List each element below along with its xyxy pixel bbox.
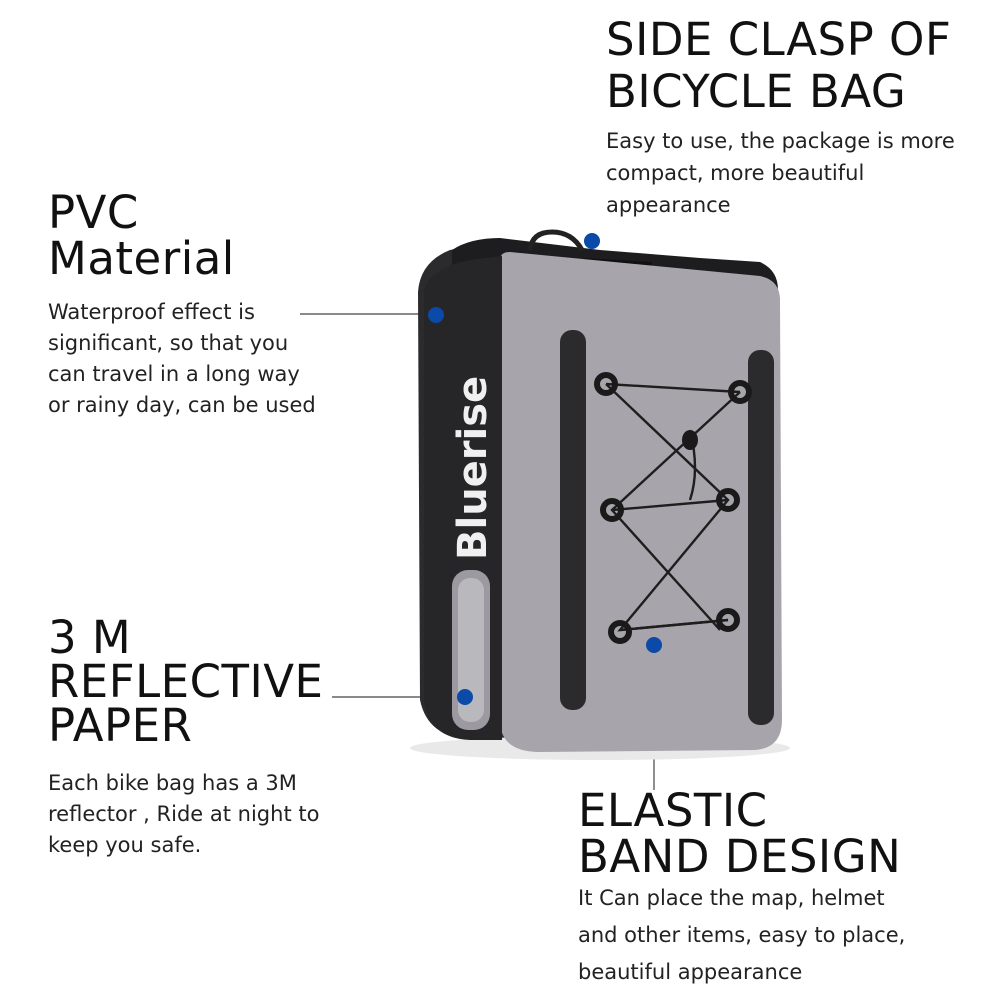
- feature-title-side-clasp: SIDE CLASP OF BICYCLE BAG: [606, 13, 952, 118]
- marker-dot-elastic: [646, 637, 662, 653]
- feature-title-elastic: ELASTIC BAND DESIGN: [578, 784, 902, 883]
- feature-title-pvc: PVC Material: [48, 186, 235, 285]
- feature-text-elastic: It Can place the map, helmet and other i…: [578, 886, 906, 984]
- feature-title-reflective: 3 M REFLECTIVE PAPER: [48, 611, 324, 752]
- brand-logo: Bluerise: [450, 376, 496, 560]
- feature-text-reflective: Each bike bag has a 3M reflector , Ride …: [48, 771, 320, 857]
- bicycle-bag: Bluerise: [410, 229, 790, 760]
- marker-dot-reflective: [457, 689, 473, 705]
- marker-dot-side-clasp: [584, 233, 600, 249]
- feature-text-side-clasp: Easy to use, the package is more compact…: [606, 129, 955, 217]
- marker-dot-pvc: [428, 307, 444, 323]
- feature-text-pvc: Waterproof effect is significant, so tha…: [48, 300, 316, 417]
